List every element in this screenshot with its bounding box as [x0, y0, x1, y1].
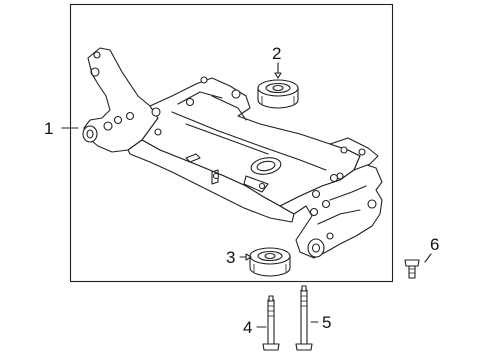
bolt-6-icon [404, 259, 420, 279]
subframe-drawing [82, 47, 383, 259]
lower-bushing-icon [249, 247, 291, 277]
callout-1: 1 [44, 119, 53, 138]
callout-5: 5 [322, 313, 331, 332]
bolt-4-icon [262, 295, 280, 351]
arrow-2-icon [274, 72, 282, 79]
callout-3: 3 [226, 248, 235, 267]
arrow-3-icon [245, 253, 252, 261]
bolt-5-icon [295, 285, 313, 351]
upper-bushing-icon [257, 79, 299, 109]
leader-line-6 [424, 253, 432, 263]
callout-4: 4 [243, 318, 252, 337]
callout-6: 6 [430, 235, 439, 254]
assembly-frame [69, 3, 394, 283]
callout-2: 2 [272, 44, 281, 63]
